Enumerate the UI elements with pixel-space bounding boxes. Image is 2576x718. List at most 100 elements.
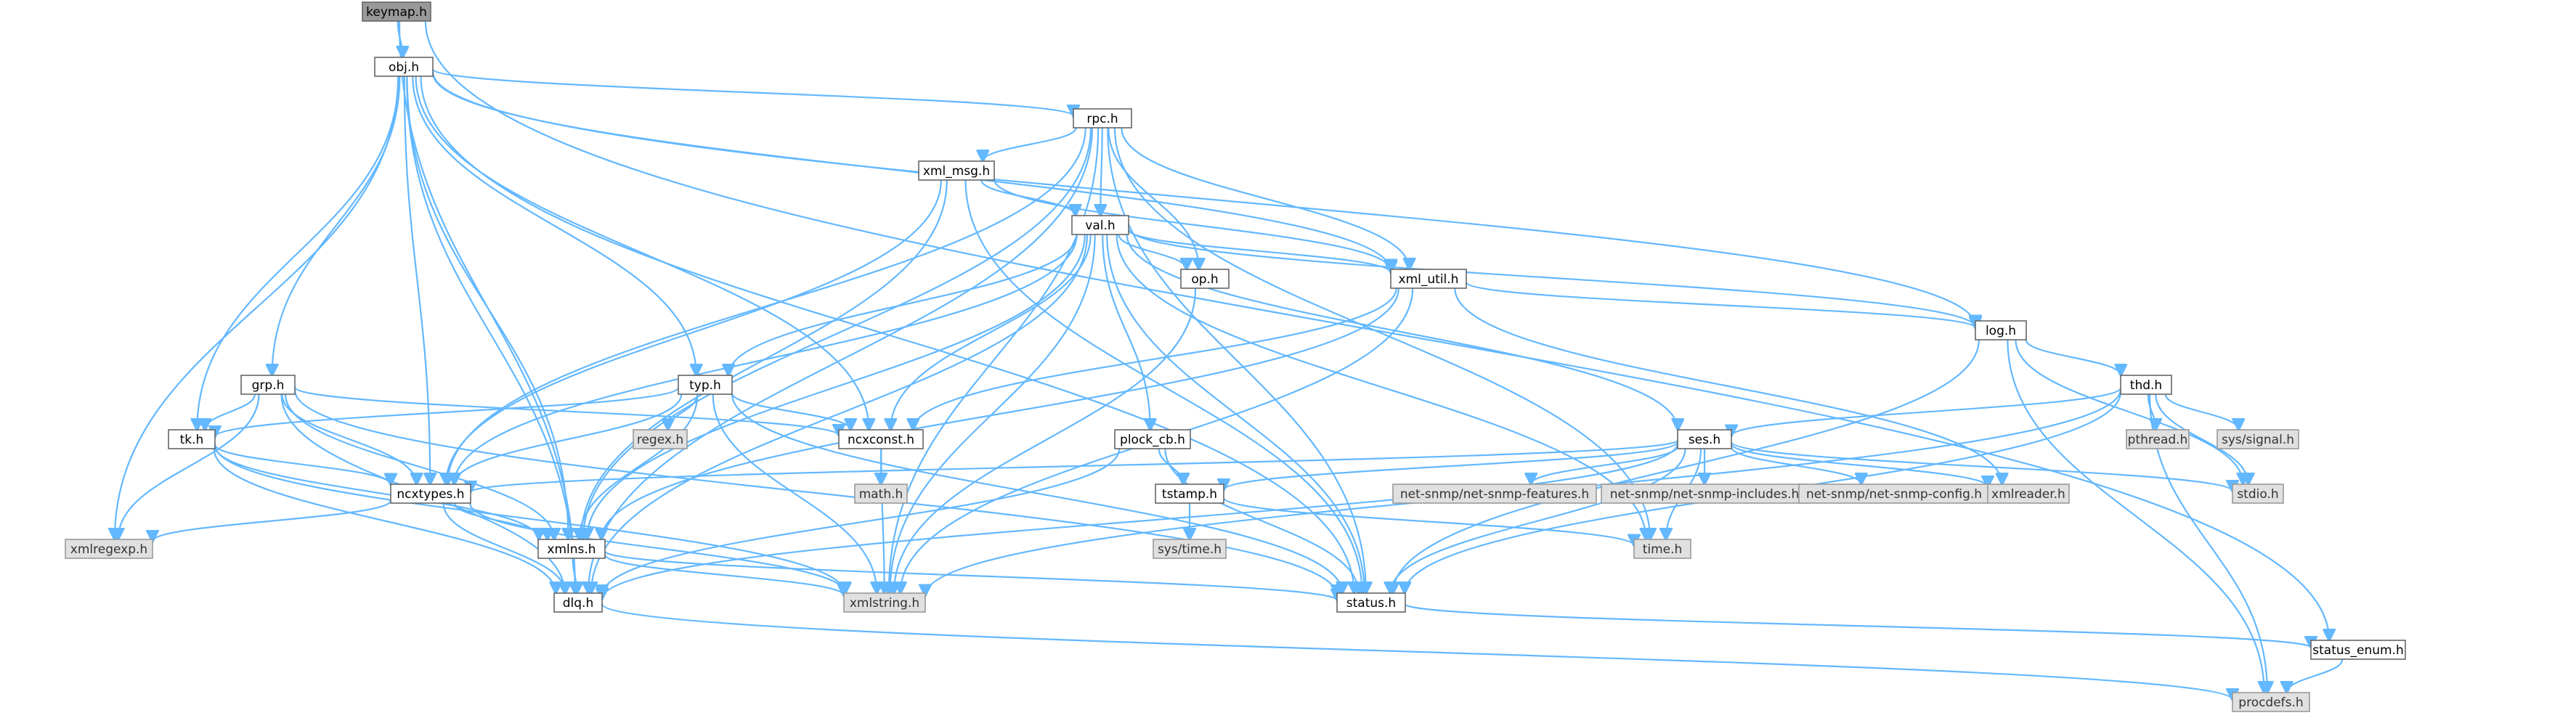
edge-xml_msg_h-to-status_h [964,179,1362,593]
edge-tk_h-to-dlq_h [213,448,556,593]
node-label-procdefs-h: procdefs.h [2238,695,2303,710]
edge-ncxtypes_h-to-dlq_h [442,502,566,593]
node-status-enum-h[interactable]: status_enum.h [2310,640,2406,660]
node-syssignal-h[interactable]: sys/signal.h [2217,429,2299,449]
node-label-xml-msg-h: xml_msg.h [923,164,990,179]
edge-obj_h-to-xml_util_h [431,73,1391,271]
node-label-op-h: op.h [1191,272,1218,287]
node-tstamp-h[interactable]: tstamp.h [1155,484,1224,504]
node-label-xmlstring-h: xmlstring.h [850,596,919,611]
node-xmlstring-h[interactable]: xmlstring.h [843,592,926,613]
edge-ses_h-to-xmlreader_h [1730,443,1988,486]
node-xmlregexp-h[interactable]: xmlregexp.h [65,539,153,559]
node-box-ncxtypes-h [390,484,471,504]
node-grp-h[interactable]: grp.h [240,375,296,395]
edge-ses_h-to-tstamp_h [1224,441,1679,490]
node-xmlreader-h[interactable]: xmlreader.h [1987,484,2070,504]
node-layer: keymap.h obj.h rpc.h xml_msg.h val.h op.h xml_… [65,1,2406,712]
edge-grp_h-to-status_h [293,390,1337,595]
edge-rpc_h-to-xml_util_h [1121,127,1409,269]
node-box-xmlreader-h [1987,484,2070,504]
edge-thd_h-to-ses_h [1731,387,2122,436]
node-obj-h[interactable]: obj.h [374,57,434,77]
node-stdio-h[interactable]: stdio.h [2232,484,2284,504]
edge-typ_h-to-xmlns_h [580,393,699,539]
edge-val_h-to-xmlns_h [587,234,1086,539]
edge-val_h-to-dlq_h [591,234,1089,593]
node-xml-msg-h[interactable]: xml_msg.h [918,160,995,181]
edge-obj_h-to-dlq_h [406,76,575,593]
node-label-ncxconst-h: ncxconst.h [848,433,914,447]
edge-val_h-to-plock_cb_h [1102,234,1150,430]
node-time-h[interactable]: time.h [1633,539,1691,559]
edge-obj_h-to-ncxtypes_h [403,76,430,484]
node-regex-h[interactable]: regex.h [633,429,688,449]
edge-ses_h-to-stdio_h [1730,441,2232,491]
edge-thd_h-to-pthread_h [2147,393,2156,430]
node-dlq-h[interactable]: dlq.h [553,592,603,613]
node-ncxconst-h[interactable]: ncxconst.h [838,429,924,449]
node-label-nsf-h: net-snmp/net-snmp-features.h [1400,487,1589,502]
node-label-status-enum-h: status_enum.h [2312,643,2403,658]
node-box-thd-h [2120,375,2172,395]
node-procdefs-h[interactable]: procdefs.h [2232,692,2310,712]
edge-grp_h-to-ncxtypes_h [281,393,416,484]
node-box-math-h [854,484,908,504]
node-box-systime-h [1153,539,1227,559]
node-box-obj-h [374,57,434,77]
node-label-xmlns-h: xmlns.h [547,542,596,557]
node-thd-h[interactable]: thd.h [2120,375,2172,395]
node-label-keymap-h: keymap.h [366,5,427,20]
node-status-h[interactable]: status.h [1336,592,1406,613]
edge-rpc_h-to-xml_msg_h [983,127,1077,161]
edge-rpc_h-to-xmlstring_h [889,127,1100,593]
node-pthread-h[interactable]: pthread.h [2126,429,2190,449]
node-box-stdio-h [2232,484,2284,504]
node-systime-h[interactable]: sys/time.h [1153,539,1227,559]
node-rpc-h[interactable]: rpc.h [1073,108,1132,128]
node-label-typ-h: typ.h [689,378,721,393]
edge-xmlns_h-to-xmlstring_h [604,554,844,596]
node-box-regex-h [633,429,688,449]
edge-xml_msg_h-to-xml_util_h [993,179,1391,270]
edge-thd_h-to-syssignal_h [2164,393,2239,430]
node-tk-h[interactable]: tk.h [168,429,216,449]
edge-rpc_h-to-ncxtypes_h [447,127,1086,484]
node-box-plock-cb-h [1114,429,1191,449]
edge-obj_h-to-tk_h [197,76,399,430]
edge-obj_h-to-grp_h [272,76,401,375]
node-nsf-h[interactable]: net-snmp/net-snmp-features.h [1392,484,1597,504]
node-box-xmlregexp-h [65,539,153,559]
node-log-h[interactable]: log.h [1975,320,2027,340]
node-label-grp-h: grp.h [252,378,285,393]
edge-grp_h-to-ncxconst_h [293,386,839,436]
node-label-systime-h: sys/time.h [1158,542,1222,557]
node-math-h[interactable]: math.h [854,484,908,504]
node-label-ses-h: ses.h [1689,433,1720,447]
node-keymap-h[interactable]: keymap.h [362,1,431,22]
edge-val_h-to-typ_h [728,234,1078,375]
node-ncxtypes-h[interactable]: ncxtypes.h [390,484,471,504]
node-label-pthread-h: pthread.h [2128,433,2188,447]
node-label-dlq-h: dlq.h [563,596,593,611]
edge-obj_h-to-status_h [420,76,1354,593]
node-nsi-h[interactable]: net-snmp/net-snmp-includes.h [1601,484,1808,504]
node-box-grp-h [240,375,296,395]
node-xmlns-h[interactable]: xmlns.h [537,539,606,559]
edge-tk_h-to-xmlns_h [214,446,539,539]
node-label-syssignal-h: sys/signal.h [2222,433,2294,447]
node-box-op-h [1180,269,1230,289]
node-plock-cb-h[interactable]: plock_cb.h [1114,429,1191,449]
edge-obj_h-to-ncxconst_h [415,76,869,430]
node-op-h[interactable]: op.h [1180,269,1230,289]
node-val-h[interactable]: val.h [1071,215,1129,235]
node-typ-h[interactable]: typ.h [678,375,733,395]
node-xml-util-h[interactable]: xml_util.h [1390,269,1467,289]
edge-log_h-to-status_h [1393,339,1980,593]
node-ses-h[interactable]: ses.h [1677,429,1732,449]
node-nsc-h[interactable]: net-snmp/net-snmp-config.h [1798,484,1990,504]
node-box-keymap-h [362,1,431,22]
node-label-xml-util-h: xml_util.h [1399,272,1459,287]
node-box-dlq-h [553,592,603,613]
